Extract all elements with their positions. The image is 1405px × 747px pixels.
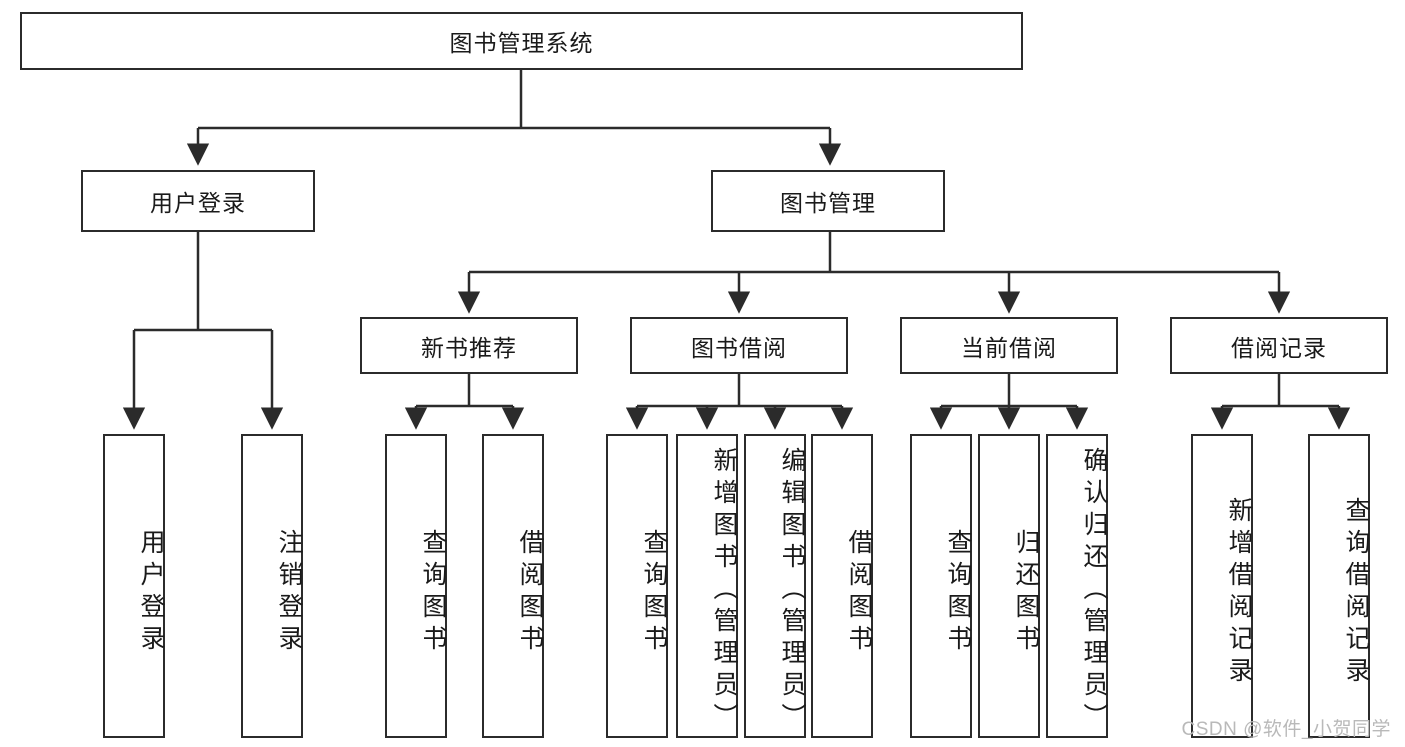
node-label: 注销登录 <box>275 529 303 657</box>
node-label: 图书管理 <box>780 190 876 216</box>
node-borrow-record[interactable]: 借阅记录 <box>1170 317 1388 374</box>
leaf-add-borrow-record[interactable]: 新增借阅记录 <box>1191 434 1253 738</box>
node-label: 查询图书 <box>419 529 447 657</box>
leaf-add-book-admin[interactable]: 新增图书（管理员） <box>676 434 738 738</box>
node-label: 新增图书（管理员） <box>710 447 738 735</box>
watermark: CSDN @软件_小贺同学 <box>1181 719 1391 740</box>
node-user-login[interactable]: 用户登录 <box>81 170 315 232</box>
leaf-query-book-new[interactable]: 查询图书 <box>385 434 447 738</box>
leaf-confirm-return-admin[interactable]: 确认归还（管理员） <box>1046 434 1108 738</box>
node-label: 借阅图书 <box>845 529 873 657</box>
leaf-query-book-borrow[interactable]: 查询图书 <box>606 434 668 738</box>
node-label: 新书推荐 <box>421 334 517 361</box>
leaf-query-borrow-record[interactable]: 查询借阅记录 <box>1308 434 1370 738</box>
node-label: 图书管理系统 <box>449 30 594 56</box>
node-root-system[interactable]: 图书管理系统 <box>20 12 1023 70</box>
node-label: 用户登录 <box>150 190 246 216</box>
node-book-management[interactable]: 图书管理 <box>711 170 945 232</box>
node-label: 当前借阅 <box>961 334 1057 361</box>
leaf-return-book[interactable]: 归还图书 <box>978 434 1040 738</box>
leaf-borrow-book-new[interactable]: 借阅图书 <box>482 434 544 738</box>
node-label: 借阅图书 <box>516 529 544 657</box>
node-current-borrow[interactable]: 当前借阅 <box>900 317 1118 374</box>
node-label: 新增借阅记录 <box>1225 497 1253 689</box>
leaf-user-login[interactable]: 用户登录 <box>103 434 165 738</box>
node-label: 归还图书 <box>1012 529 1040 657</box>
leaf-edit-book-admin[interactable]: 编辑图书（管理员） <box>744 434 806 738</box>
leaf-logout[interactable]: 注销登录 <box>241 434 303 738</box>
node-label: 确认归还（管理员） <box>1080 447 1108 735</box>
leaf-query-book-current[interactable]: 查询图书 <box>910 434 972 738</box>
node-label: 查询借阅记录 <box>1342 497 1370 689</box>
node-label: 查询图书 <box>944 529 972 657</box>
node-label: 图书借阅 <box>691 334 787 361</box>
node-label: 查询图书 <box>640 529 668 657</box>
leaf-borrow-book-borrow[interactable]: 借阅图书 <box>811 434 873 738</box>
node-label: 借阅记录 <box>1231 334 1327 361</box>
node-book-borrow[interactable]: 图书借阅 <box>630 317 848 374</box>
node-label: 编辑图书（管理员） <box>778 447 806 735</box>
node-new-book-recommendation[interactable]: 新书推荐 <box>360 317 578 374</box>
node-label: 用户登录 <box>137 529 165 657</box>
